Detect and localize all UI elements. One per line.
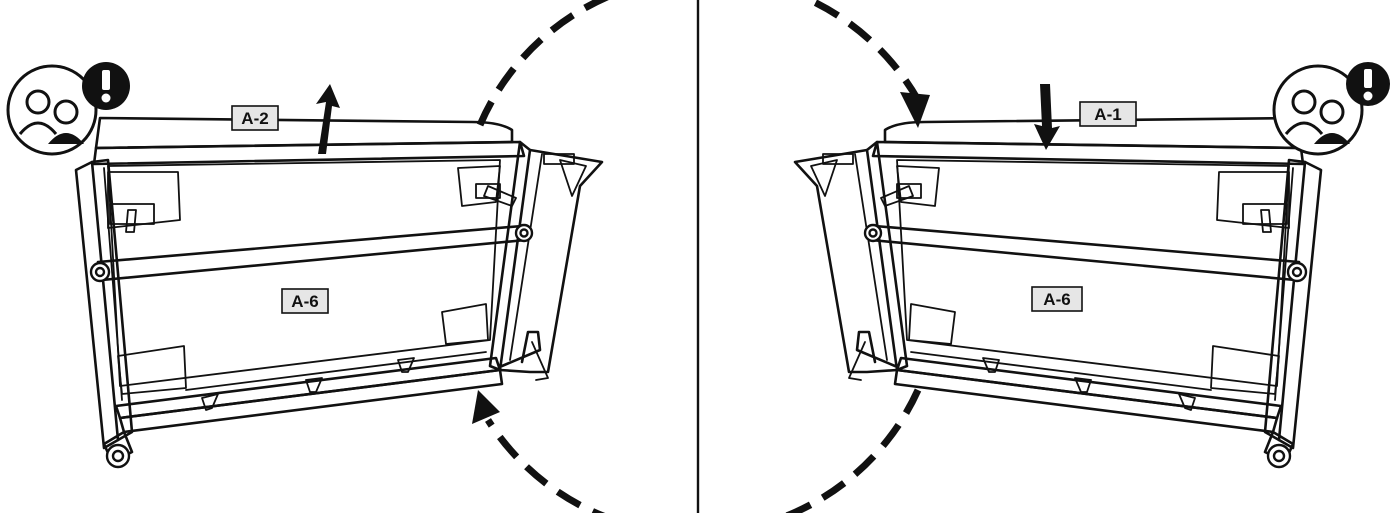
part-label-a2: A-2 [241, 109, 268, 128]
lift-up-arrow-icon [316, 84, 340, 154]
part-label-a1: A-1 [1094, 105, 1121, 124]
left-part-label-a6: A-6 [281, 288, 329, 314]
right-part-label-a1: A-1 [1079, 101, 1137, 127]
two-person-warning-icon [1272, 62, 1390, 156]
part-label-a6-left: A-6 [291, 292, 318, 311]
part-label-a6-right: A-6 [1043, 290, 1070, 309]
rotation-arrowhead-icon [472, 390, 500, 424]
press-down-arrow-icon [1034, 84, 1060, 150]
two-person-warning-icon [6, 62, 130, 156]
left-frame-illustration [74, 84, 604, 469]
rotation-arrowhead-icon [900, 92, 930, 128]
right-part-label-a6: A-6 [1031, 286, 1083, 312]
right-frame-illustration [793, 116, 1323, 469]
left-part-label-a2: A-2 [231, 105, 279, 131]
rotation-arrow-icon [472, 0, 930, 513]
